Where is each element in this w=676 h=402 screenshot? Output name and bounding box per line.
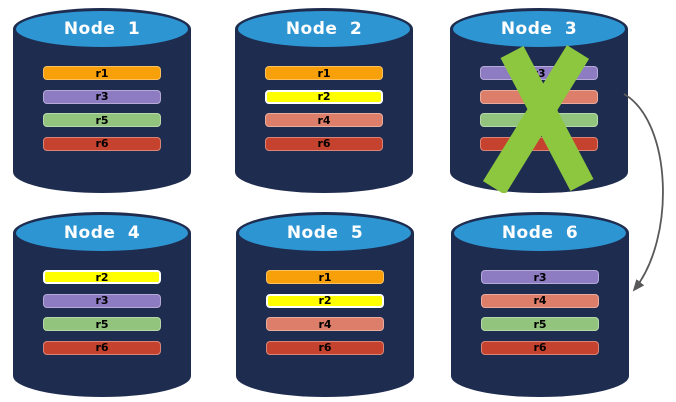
node-1-cylinder-body — [13, 29, 191, 193]
replica-label: r5 — [95, 317, 109, 331]
node-2: Node 2 r1 r2 r4 r6 — [235, 8, 413, 193]
replica-label: r1 — [317, 66, 331, 80]
replica-bar: r6 — [43, 340, 161, 355]
node-6-replicas: r3 r4 r5 r6 — [481, 270, 599, 355]
replica-bar: r4 — [481, 293, 599, 308]
replica-bar — [480, 136, 598, 151]
node-5-cylinder-body — [236, 233, 414, 397]
replica-bar: r1 — [266, 270, 384, 284]
replica-label: r3 — [95, 90, 109, 103]
node-1: Node 1 r1 r3 r5 r6 — [13, 8, 191, 193]
node-5: Node 5 r1 r2 r4 r6 — [236, 212, 414, 397]
replica-bar: r2 — [266, 293, 384, 308]
replica-bar — [480, 113, 598, 127]
node-4-replicas: r2 r3 r5 r6 — [43, 270, 161, 355]
replica-label: r5 — [533, 317, 547, 331]
replica-bar: r6 — [481, 340, 599, 355]
node-3-title: Node 3 — [500, 19, 578, 39]
node-4-cylinder-top: Node 4 — [13, 212, 191, 254]
replica-bar: r5 — [43, 113, 161, 127]
node-2-title: Node 2 — [285, 19, 363, 39]
node-2-cylinder-body — [235, 29, 413, 193]
replica-label: r4 — [317, 113, 331, 127]
replica-bar: r5 — [481, 317, 599, 331]
replica-label: r6 — [317, 137, 331, 150]
replica-bar: r2 — [43, 270, 161, 284]
replica-label: r2 — [318, 294, 332, 307]
replica-bar: r1 — [265, 66, 383, 80]
replica-label: r3 — [533, 270, 547, 284]
replica-bar: r2 — [265, 89, 383, 104]
replica-bar: r3 — [43, 293, 161, 308]
node-3-replicas: r3 — [480, 66, 598, 151]
replica-label: r6 — [318, 341, 332, 354]
replica-bar: r3 — [480, 66, 598, 80]
node-2-replicas: r1 r2 r4 r6 — [265, 66, 383, 151]
replica-label: r3 — [95, 294, 109, 307]
node-4-title: Node 4 — [63, 223, 141, 243]
replica-label: r6 — [95, 137, 109, 150]
node-5-title: Node 5 — [286, 223, 364, 243]
node-1-replicas: r1 r3 r5 r6 — [43, 66, 161, 151]
replica-label: r6 — [95, 341, 109, 354]
node-4: Node 4 r2 r3 r5 r6 — [13, 212, 191, 397]
node-6: Node 6 r3 r4 r5 r6 — [451, 212, 629, 397]
replica-label: r4 — [318, 317, 332, 331]
replica-label: r6 — [533, 341, 547, 354]
node-5-cylinder-top: Node 5 — [236, 212, 414, 254]
node-3-cylinder-top: Node 3 — [450, 8, 628, 50]
node-1-title: Node 1 — [63, 19, 141, 39]
replica-label: r3 — [532, 66, 546, 80]
node-6-cylinder-body — [451, 233, 629, 397]
replica-label: r2 — [95, 270, 109, 284]
node-1-cylinder-top: Node 1 — [13, 8, 191, 50]
node-6-title: Node 6 — [501, 223, 579, 243]
replica-label: r1 — [95, 66, 109, 80]
replica-bar: r6 — [43, 136, 161, 151]
replica-bar: r4 — [266, 317, 384, 331]
node-4-cylinder-body — [13, 233, 191, 397]
node-6-cylinder-top: Node 6 — [451, 212, 629, 254]
node-5-replicas: r1 r2 r4 r6 — [266, 270, 384, 355]
node-2-cylinder-top: Node 2 — [235, 8, 413, 50]
replica-bar — [480, 89, 598, 104]
replica-bar: r5 — [43, 317, 161, 331]
replica-label: r4 — [533, 294, 547, 307]
replica-bar: r1 — [43, 66, 161, 80]
replica-bar: r4 — [265, 113, 383, 127]
node-3: Node 3 r3 — [450, 8, 628, 193]
replica-label: r5 — [95, 113, 109, 127]
replica-label: r1 — [318, 270, 332, 284]
replica-bar: r3 — [43, 89, 161, 104]
replica-bar: r6 — [266, 340, 384, 355]
replica-bar: r6 — [265, 136, 383, 151]
replica-label: r2 — [317, 90, 331, 103]
replica-bar: r3 — [481, 270, 599, 284]
